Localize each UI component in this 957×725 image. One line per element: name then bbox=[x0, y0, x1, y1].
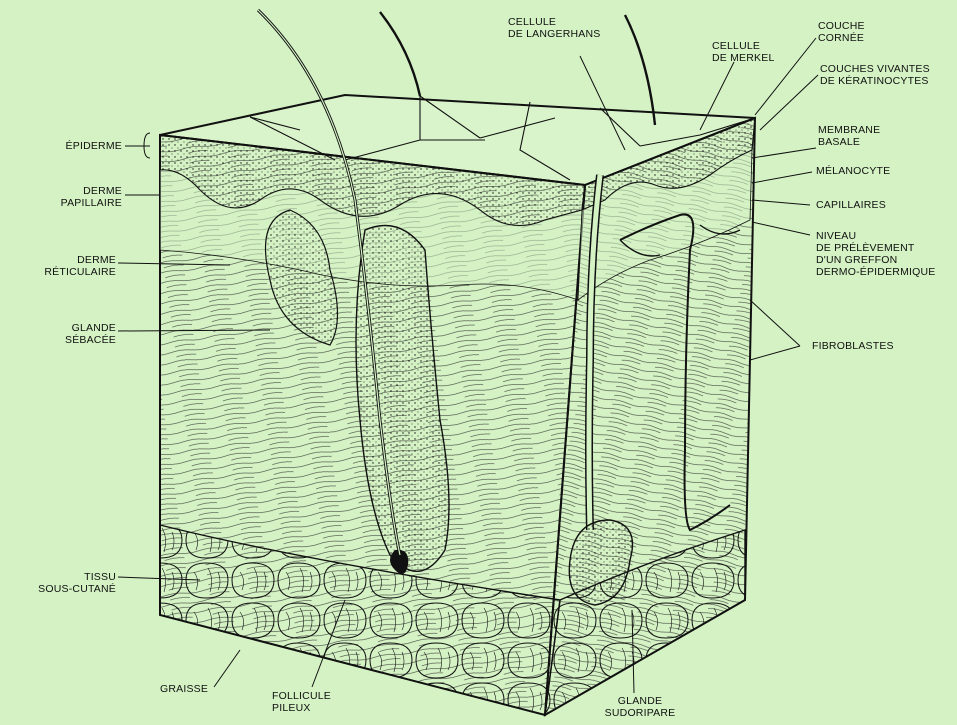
label-graisse: GRAISSE bbox=[160, 683, 208, 695]
label-capillaires: CAPILLAIRES bbox=[816, 199, 886, 211]
label-epiderme: ÉPIDERME bbox=[28, 140, 122, 152]
block-front-face bbox=[160, 135, 585, 715]
label-melanocyte: MÉLANOCYTE bbox=[816, 165, 890, 177]
label-fibroblastes: FIBROBLASTES bbox=[812, 340, 894, 352]
